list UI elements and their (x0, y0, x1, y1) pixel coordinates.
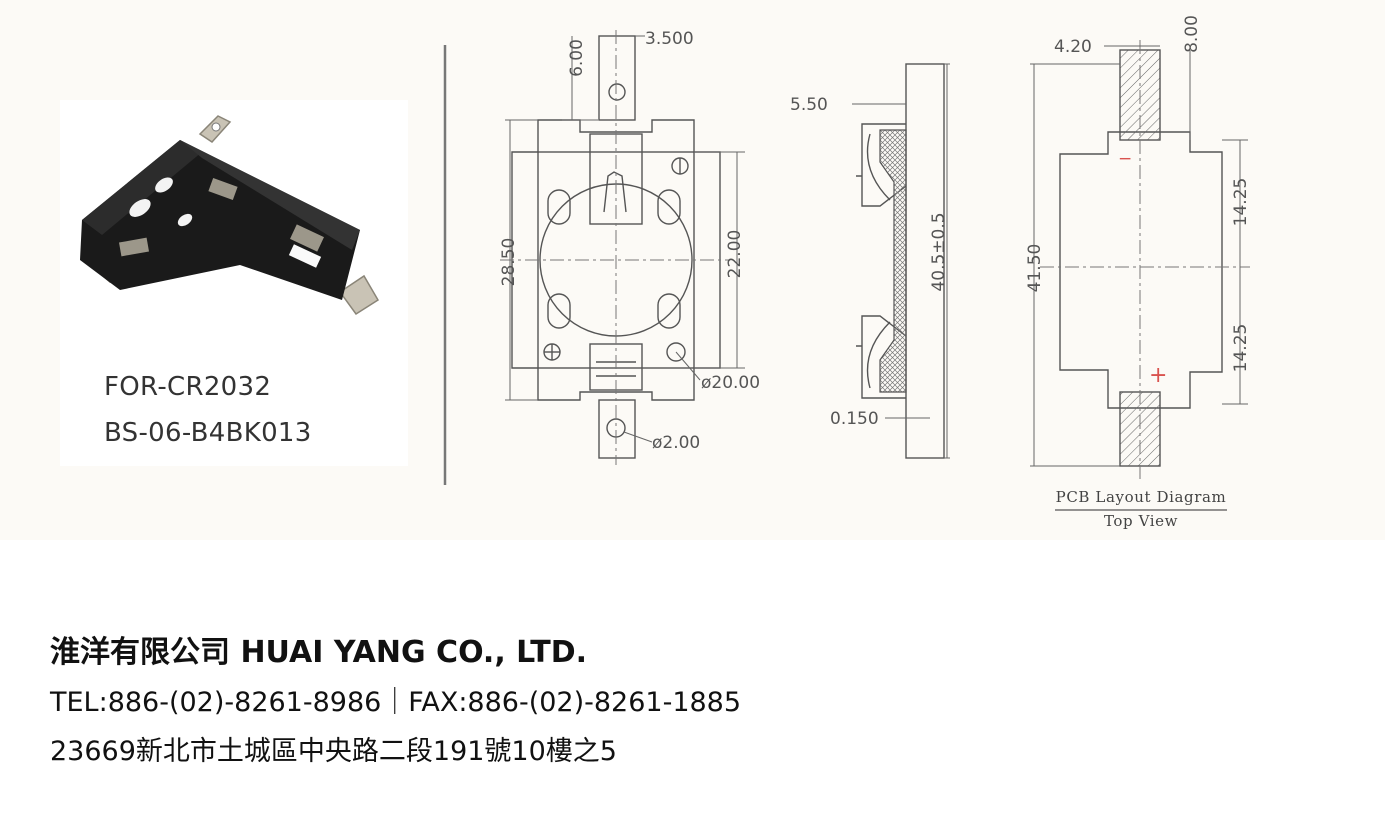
pcb-outline (1059, 131, 1223, 409)
product-photo (80, 115, 380, 316)
company-name: 淮洋有限公司 HUAI YANG CO., LTD. (50, 635, 588, 670)
front-view-centerlines (500, 30, 730, 465)
dim-tab-width: 3.500 (645, 29, 694, 49)
side-view-dimensions (852, 63, 950, 459)
pcb-centerlines (1040, 40, 1250, 480)
side-view (856, 63, 945, 459)
part-line-cell-type: FOR-CR2032 (104, 372, 272, 402)
company-address: 23669新北市土城區中央路二段191號10樓之5 (50, 736, 617, 767)
dim-inner-height: 22.00 (725, 230, 745, 279)
dim-pcb-pad-offset: 4.20 (1054, 37, 1092, 57)
front-view-dimensions (505, 35, 745, 443)
dim-body-height: 28.50 (499, 238, 519, 287)
pcb-caption-subtitle: Top View (1104, 512, 1178, 530)
dim-side-thickness: 0.150 (830, 409, 879, 429)
pcb-minus-symbol: − (1118, 149, 1132, 169)
dim-top-offset: 6.00 (567, 39, 587, 77)
part-line-model-number: BS-06-B4BK013 (104, 418, 312, 448)
side-view-hatched-band (879, 129, 907, 393)
pcb-dimensions (1030, 45, 1248, 467)
company-contact: TEL:886-(02)-8261-8986｜FAX:886-(02)-8261… (50, 687, 742, 718)
dim-pcb-lower-half: 14.25 (1231, 324, 1251, 373)
dim-side-total-height: 40.5±0.5 (929, 212, 949, 291)
technical-drawing: 6.00 3.500 28.50 22.00 ø20.00 ø2.00 5.50… (443, 15, 1251, 530)
dim-side-depth: 5.50 (790, 95, 828, 115)
dim-pcb-total-length: 41.50 (1025, 244, 1045, 293)
product-card: FOR-CR2032 BS-06-B4BK013 (60, 100, 408, 466)
dim-cell-diameter: ø20.00 (701, 373, 760, 393)
dim-pcb-upper-half: 14.25 (1231, 178, 1251, 227)
pcb-caption-title: PCB Layout Diagram (1056, 488, 1227, 506)
dim-hole-diameter: ø2.00 (652, 433, 700, 453)
pcb-plus-symbol: + (1149, 363, 1167, 388)
dim-pcb-pad-height: 8.00 (1182, 15, 1202, 53)
